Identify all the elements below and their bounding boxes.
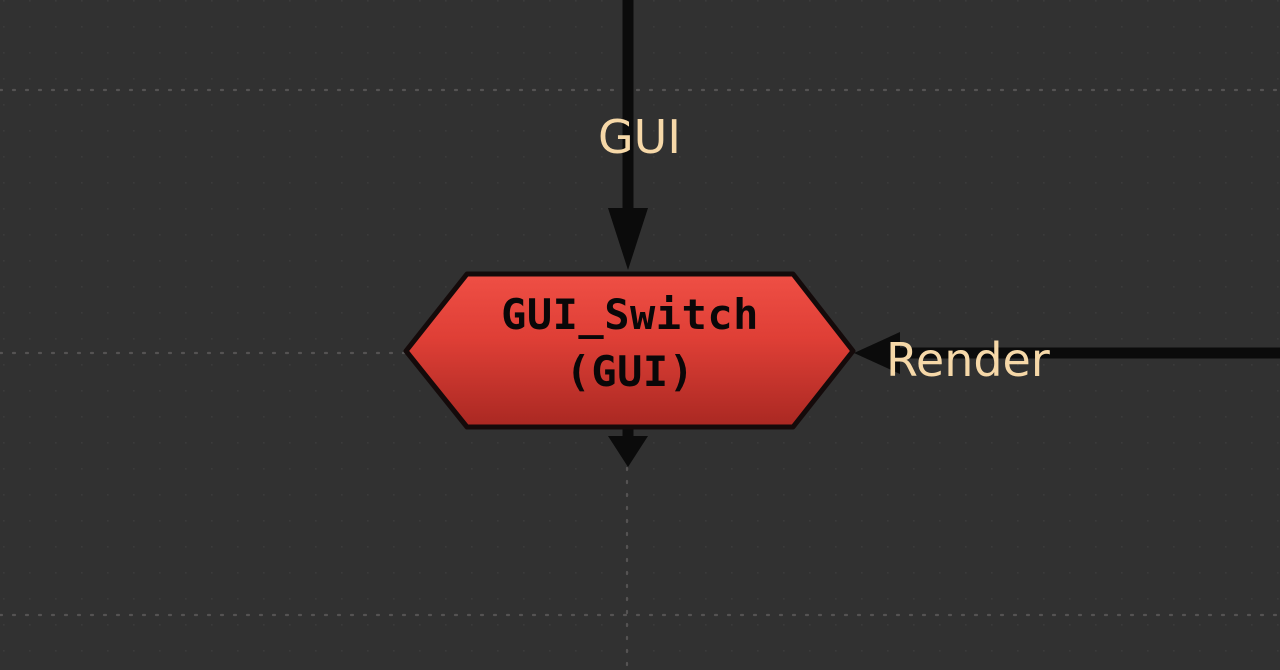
edge-label-render: Render xyxy=(886,333,1050,387)
arrowhead-gui-in xyxy=(608,208,648,270)
edge-gui-in[interactable] xyxy=(608,0,648,270)
node-shape-hexagon[interactable] xyxy=(403,271,856,430)
node-gui-switch[interactable] xyxy=(403,271,856,430)
arrowhead-out-down xyxy=(608,436,648,467)
arrowhead-render-in xyxy=(854,332,900,374)
edge-out-down[interactable] xyxy=(608,424,648,467)
edge-render-in[interactable] xyxy=(854,332,1280,374)
edge-label-gui: GUI xyxy=(598,110,681,164)
